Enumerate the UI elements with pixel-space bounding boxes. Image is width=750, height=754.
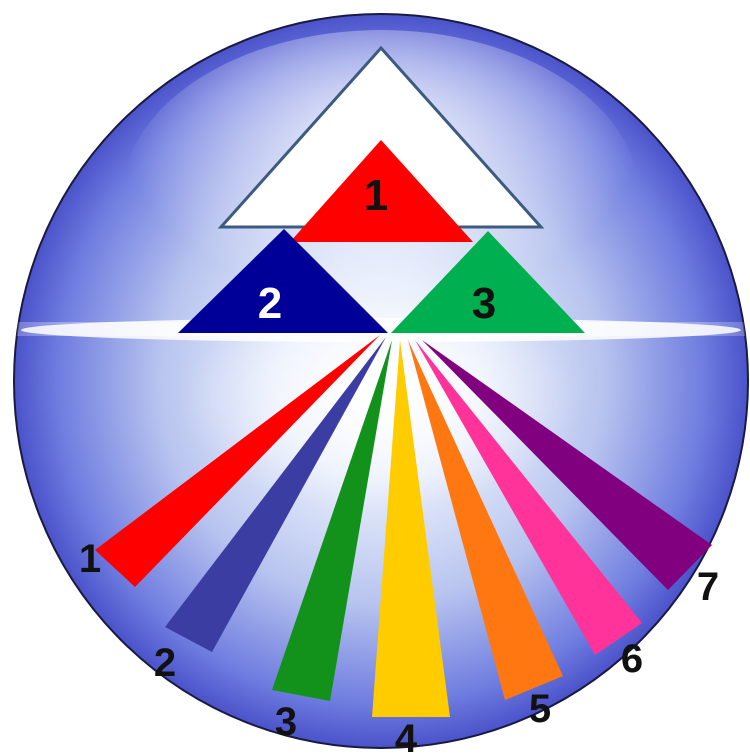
triangle-3-label: 3 (472, 279, 496, 328)
ray-5-label: 5 (529, 687, 551, 731)
ray-7-label: 7 (697, 565, 719, 609)
ray-2-label: 2 (154, 641, 176, 685)
triangle-2-label: 2 (258, 279, 282, 328)
ray-3-label: 3 (275, 700, 297, 744)
triangle-1-label: 1 (364, 171, 388, 220)
ray-4-label: 4 (395, 717, 418, 754)
ray-1-label: 1 (79, 537, 101, 581)
ray-6-label: 6 (621, 637, 643, 681)
